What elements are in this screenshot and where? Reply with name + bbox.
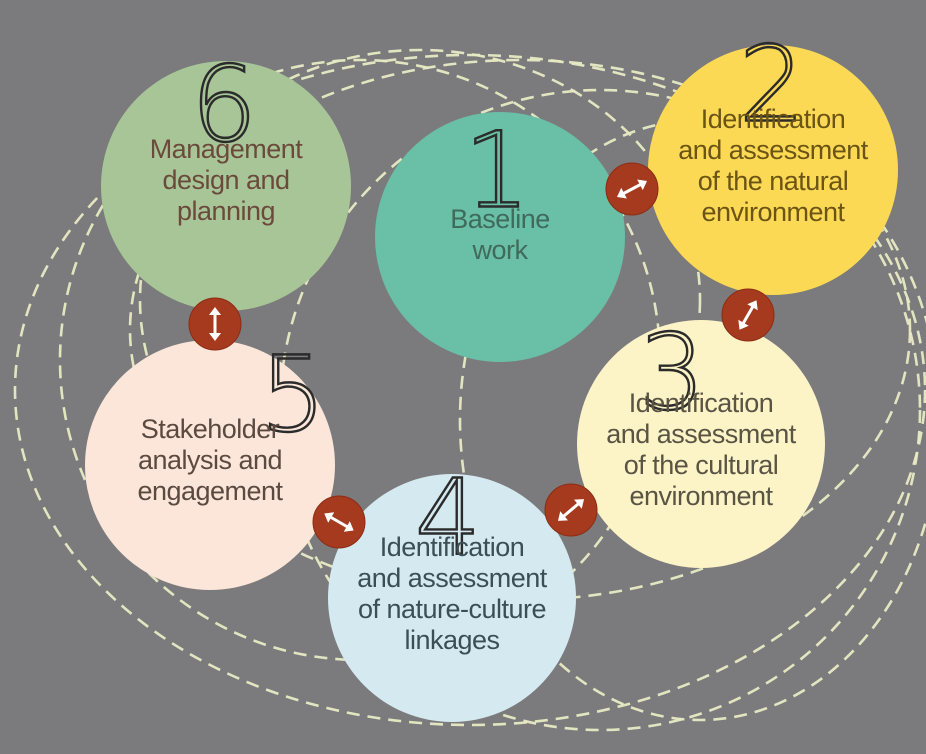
step-label-line: engagement [137,476,283,506]
step-label-line: environment [629,481,773,511]
step-label-line: Baseline [450,204,550,234]
step-label-line: of nature-culture [358,594,546,624]
step-number: 1 [464,109,530,231]
step-number: 2 [739,23,805,145]
step-label-line: of the cultural [624,450,779,480]
step-number: 6 [191,43,257,165]
dashed-ring [128,58,912,602]
step-circle [375,112,625,362]
step-label-line: Identification [380,532,525,562]
step-circle [328,474,576,722]
connector-5-6 [188,297,242,351]
step-circle [85,340,335,590]
dashed-ring [13,53,926,727]
dashed-ring [458,118,926,722]
step-number: 4 [415,456,481,578]
double-arrow-icon [209,307,221,341]
step-label-line: and assessment [606,419,797,449]
step-circle [101,61,351,311]
double-arrow-icon [324,512,354,532]
step-circle [648,45,898,295]
double-arrow-icon [738,300,758,330]
step-label-line: Stakeholder [141,414,280,444]
step-label-line: planning [177,196,275,226]
step-label-line: work [471,235,528,265]
connector-3-4 [544,483,598,537]
step-label-line: of the natural [698,166,849,196]
step-number: 3 [639,311,705,433]
step-label-line: Identification [629,388,774,418]
step-label-line: and assessment [678,135,869,165]
step-circle [577,320,825,568]
step-label-line: Management [150,134,304,164]
double-arrow-icon [616,179,648,199]
step-label-line: and assessment [357,563,548,593]
step-label-line: design and [162,165,289,195]
step-label-line: environment [701,197,845,227]
connector-4-5 [312,495,366,549]
dashed-ring [138,48,702,552]
step-number: 5 [260,333,326,455]
dashed-ring [278,88,922,732]
connector-2-3 [721,288,775,342]
step-label-line: Identification [701,104,846,134]
connector-1-2 [605,162,659,216]
step-label-line: linkages [404,625,499,655]
double-arrow-icon [557,499,585,521]
step-label-line: analysis and [138,445,282,475]
